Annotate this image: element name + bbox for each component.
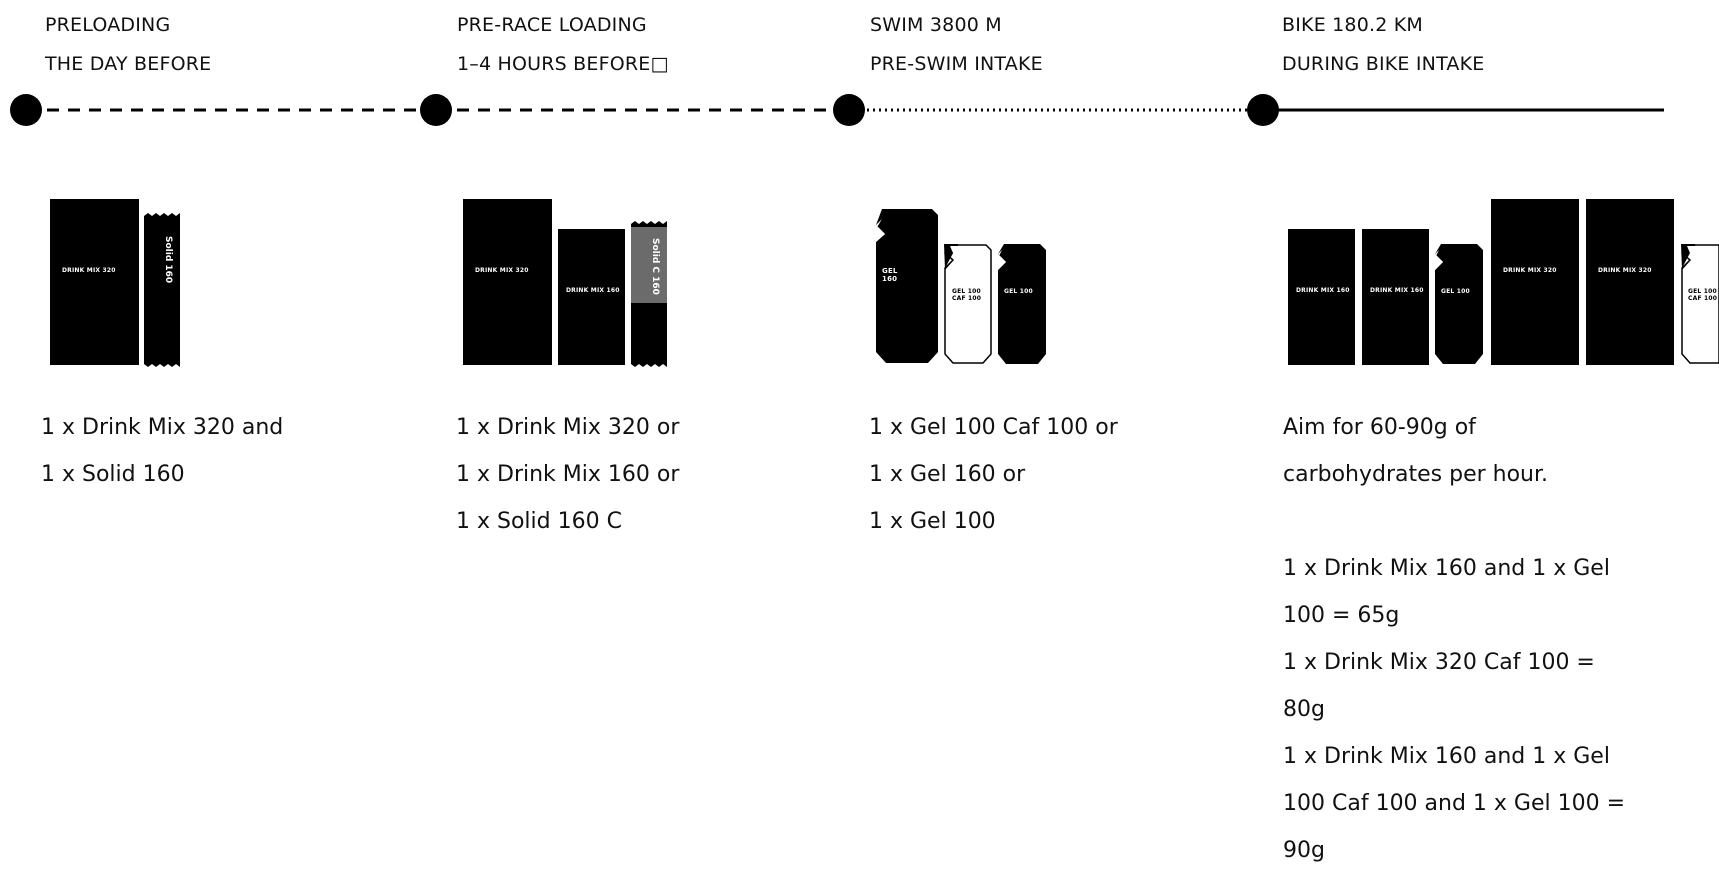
gel-100-label: GEL 100 bbox=[1441, 288, 1470, 295]
description-option-line: 80g bbox=[1283, 697, 1325, 722]
gel-100-pouch bbox=[998, 244, 1046, 364]
stage-title-line1: PRELOADING bbox=[45, 14, 171, 36]
gel-160-pouch bbox=[876, 209, 938, 363]
stage-title-line2: DURING BIKE INTAKE bbox=[1282, 53, 1485, 75]
description-line: 1 x Drink Mix 160 or bbox=[456, 462, 680, 487]
timeline-marker-swim bbox=[833, 94, 865, 126]
pack-label: DRINK MIX 320 bbox=[475, 267, 529, 274]
gel-100-pouch bbox=[1435, 244, 1483, 364]
description-option-line: 1 x Drink Mix 160 and 1 x Gel bbox=[1283, 556, 1610, 581]
description-line: 1 x Drink Mix 320 and bbox=[41, 415, 284, 440]
solid-160-label: Solid 160 bbox=[163, 236, 173, 284]
stage-swim-title: SWIM 3800 M PRE-SWIM INTAKE bbox=[870, 6, 1043, 84]
drink-mix-320-pack: DRINK MIX 320 bbox=[1586, 199, 1674, 365]
drink-mix-160-pack: DRINK MIX 160 bbox=[558, 229, 625, 365]
pack-label: DRINK MIX 320 bbox=[1503, 267, 1557, 274]
stage-title-line2: 1–4 HOURS BEFORE□ bbox=[457, 53, 669, 75]
stage-prerace-title: PRE-RACE LOADING 1–4 HOURS BEFORE□ bbox=[457, 6, 669, 84]
description-line: 1 x Solid 160 C bbox=[456, 509, 622, 534]
preloading-description: 1 x Drink Mix 320 and 1 x Solid 160 bbox=[41, 404, 283, 498]
gel-100-caf-100-pouch bbox=[1681, 244, 1719, 364]
stage-title-line1: SWIM 3800 M bbox=[870, 14, 1002, 36]
description-intro-line: Aim for 60-90g of bbox=[1283, 415, 1476, 440]
stage-bike-title: BIKE 180.2 KM DURING BIKE INTAKE bbox=[1282, 6, 1484, 84]
gel-100-caf-100-label: GEL 100 CAF 100 bbox=[952, 288, 982, 302]
pack-label: DRINK MIX 160 bbox=[566, 287, 620, 294]
description-line: 1 x Gel 160 or bbox=[869, 462, 1026, 487]
drink-mix-160-pack: DRINK MIX 160 bbox=[1362, 229, 1429, 365]
pack-label: DRINK MIX 160 bbox=[1296, 287, 1350, 294]
stage-title-line1: BIKE 180.2 KM bbox=[1282, 14, 1424, 36]
drink-mix-160-pack: DRINK MIX 160 bbox=[1288, 229, 1355, 365]
description-line: 1 x Drink Mix 320 or bbox=[456, 415, 680, 440]
description-option-line: 100 = 65g bbox=[1283, 603, 1400, 628]
bike-description: Aim for 60-90g of carbohydrates per hour… bbox=[1283, 404, 1625, 874]
solid-160-bar bbox=[144, 213, 180, 367]
timeline-marker-bike bbox=[1247, 94, 1279, 126]
description-option-line: 100 Caf 100 and 1 x Gel 100 = bbox=[1283, 791, 1626, 816]
description-line: 1 x Solid 160 bbox=[41, 462, 185, 487]
solid-c-160-bar bbox=[631, 221, 667, 367]
gel-100-label: GEL 100 bbox=[1004, 288, 1033, 295]
drink-mix-320-pack: DRINK MIX 320 bbox=[1491, 199, 1579, 365]
stage-title-line2: PRE-SWIM INTAKE bbox=[870, 53, 1043, 75]
timeline-marker-preloading bbox=[10, 94, 42, 126]
description-line: 1 x Gel 100 Caf 100 or bbox=[869, 415, 1118, 440]
description-option-line: 90g bbox=[1283, 838, 1325, 863]
drink-mix-320-pack: DRINK MIX 320 bbox=[463, 199, 552, 365]
solid-c-160-label: Solid C 160 bbox=[650, 238, 660, 295]
gel-100-caf-100-label: GEL 100 CAF 100 bbox=[1688, 288, 1718, 302]
pack-label: DRINK MIX 320 bbox=[1598, 267, 1652, 274]
swim-description: 1 x Gel 100 Caf 100 or 1 x Gel 160 or 1 … bbox=[869, 404, 1118, 545]
timeline-marker-prerace bbox=[420, 94, 452, 126]
pack-label: DRINK MIX 160 bbox=[1370, 287, 1424, 294]
drink-mix-320-pack: DRINK MIX 320 bbox=[50, 199, 139, 365]
prerace-description: 1 x Drink Mix 320 or 1 x Drink Mix 160 o… bbox=[456, 404, 679, 545]
gel-100-caf-100-pouch bbox=[944, 244, 992, 364]
stage-title-line1: PRE-RACE LOADING bbox=[457, 14, 647, 36]
gel-160-label: GEL 160 bbox=[882, 267, 898, 283]
pack-label: DRINK MIX 320 bbox=[62, 267, 116, 274]
stage-title-line2: THE DAY BEFORE bbox=[45, 53, 212, 75]
description-line: 1 x Gel 100 bbox=[869, 509, 996, 534]
stage-preloading-title: PRELOADING THE DAY BEFORE bbox=[45, 6, 211, 84]
description-option-line: 1 x Drink Mix 320 Caf 100 = bbox=[1283, 650, 1595, 675]
description-option-line: 1 x Drink Mix 160 and 1 x Gel bbox=[1283, 744, 1610, 769]
description-intro-line: carbohydrates per hour. bbox=[1283, 462, 1549, 487]
